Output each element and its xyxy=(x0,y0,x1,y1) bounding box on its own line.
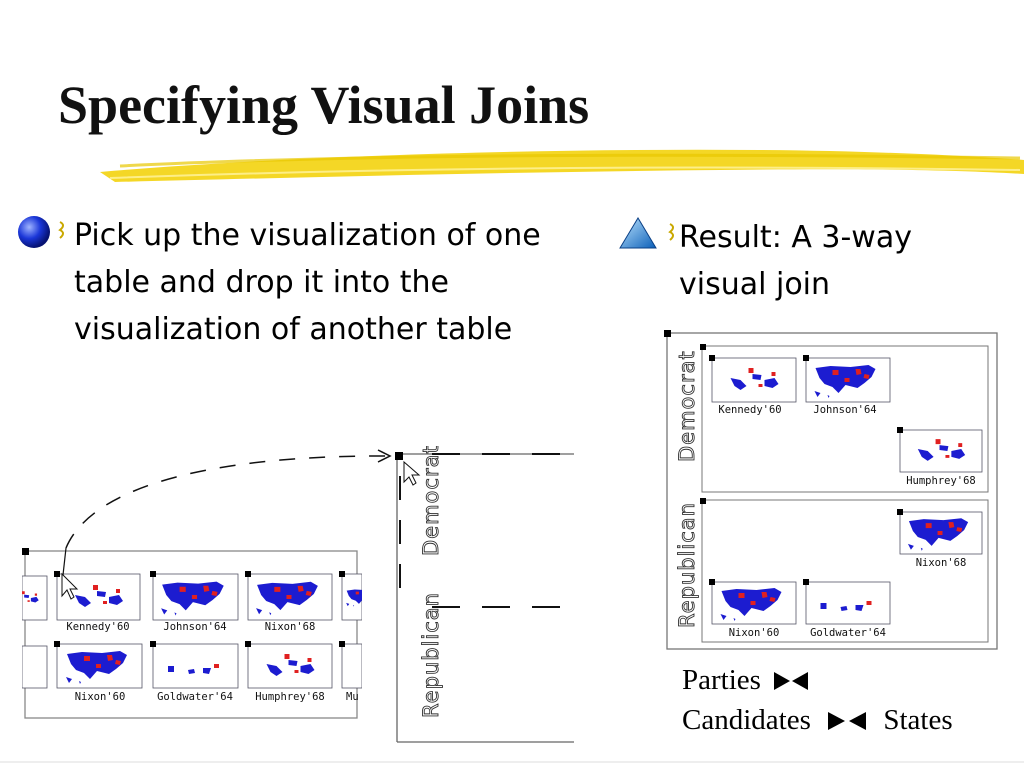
democrat-maps xyxy=(709,355,983,473)
map-row-2 xyxy=(22,643,362,689)
result-label-nixon60: Nixon'60 xyxy=(729,627,780,639)
row-label-republican: Republican xyxy=(419,592,443,718)
sphere-bullet-icon xyxy=(18,216,64,248)
arrow-head-icon xyxy=(377,449,392,463)
join-line-2: Candidates States xyxy=(682,700,953,740)
join-line-1: Parties xyxy=(682,660,810,700)
page-title: Specifying Visual Joins xyxy=(58,75,590,135)
result-visualization[interactable]: Democrat Republican Kennedy'60 Johnson'6… xyxy=(664,330,1000,652)
result-label-kennedy60: Kennedy'60 xyxy=(718,404,781,416)
map-row-1 xyxy=(22,573,362,621)
republican-maps xyxy=(709,509,983,625)
label-goldwater64: Goldwater'64 xyxy=(157,691,233,703)
label-johnson64: Johnson'64 xyxy=(163,621,226,633)
row-label-democrat: Democrat xyxy=(419,446,443,556)
bowtie-join-icon xyxy=(774,672,809,690)
result-label-humphrey68: Humphrey'68 xyxy=(906,475,976,487)
cursor-arrow-icon xyxy=(403,460,421,486)
join-candidates: Candidates xyxy=(682,704,811,736)
result-row-republican: Republican xyxy=(675,502,699,628)
label-nixon60: Nixon'60 xyxy=(75,691,126,703)
result-label-johnson64: Johnson'64 xyxy=(813,404,876,416)
result-label-goldwater64: Goldwater'64 xyxy=(810,627,886,639)
join-states: States xyxy=(883,704,953,736)
label-kennedy60: Kennedy'60 xyxy=(66,621,129,633)
label-partial: Mu xyxy=(346,691,359,703)
join-parties: Parties xyxy=(682,664,761,696)
candidates-visualization[interactable]: Kennedy'60 Johnson'64 Nixon'68 Nixon'60 … xyxy=(22,548,362,724)
cursor-arrow-icon xyxy=(61,572,79,600)
bullet-result: Result: A 3-way visual join xyxy=(679,220,912,302)
result-label-nixon68: Nixon'68 xyxy=(916,557,967,569)
label-nixon68: Nixon'68 xyxy=(265,621,316,633)
bowtie-join-icon xyxy=(828,712,867,730)
drag-path xyxy=(65,455,391,549)
result-row-democrat: Democrat xyxy=(675,350,699,462)
label-humphrey68: Humphrey'68 xyxy=(255,691,325,703)
triangle-bullet-icon xyxy=(619,217,674,249)
bullet-pick-up: Pick up the visualization of one table a… xyxy=(74,218,541,347)
parties-visualization[interactable]: Democrat Republican xyxy=(392,446,574,746)
